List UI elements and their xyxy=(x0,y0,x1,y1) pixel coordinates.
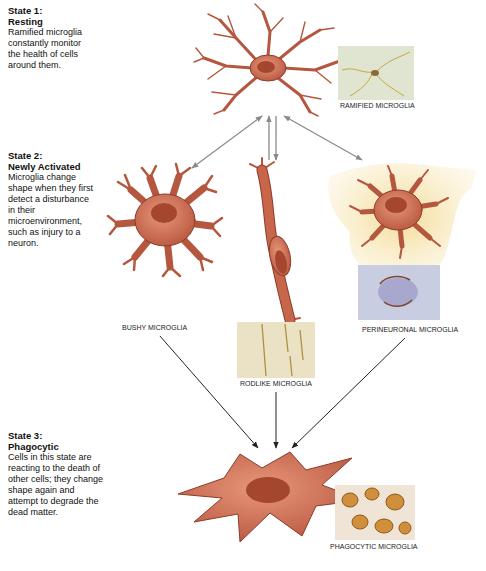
state-heading: State 3: Phagocytic xyxy=(8,430,100,452)
cell-type-label: BUSHY MICROGLIA xyxy=(122,324,187,332)
connector-arrow xyxy=(268,116,269,160)
microglia-node: RODLIKE MICROGLIA xyxy=(235,160,319,392)
microglia-node: PERINEURONAL MICROGLIA xyxy=(326,160,480,338)
ramified-micrograph xyxy=(338,46,414,100)
rodlike-micrograph xyxy=(237,322,315,378)
text-block: State 2: Newly Activated xyxy=(8,150,100,172)
cell-type-label: RODLIKE MICROGLIA xyxy=(240,380,312,388)
cell-type-label: RAMIFIED MICROGLIA xyxy=(340,102,415,110)
ramified-cell xyxy=(194,4,346,116)
connector-arrow xyxy=(192,116,262,168)
state-description: Ramified microglia constantly monitor th… xyxy=(8,27,92,71)
state-description: Microglia change shape when they first d… xyxy=(8,172,94,249)
cell-type-label: PERINEURONAL MICROGLIA xyxy=(362,326,458,334)
connector-arrow xyxy=(292,338,405,448)
wrap-spacer xyxy=(48,430,100,441)
state-description: Cells in this state are reacting to the … xyxy=(8,452,106,518)
state-heading: State 2: Newly Activated xyxy=(8,150,100,172)
text-block: Ramified microglia constantly monitor th… xyxy=(8,27,92,71)
cell-type-label: PHAGOCYTIC MICROGLIA xyxy=(330,543,418,551)
state-heading: State 1: Resting xyxy=(8,5,100,27)
wrap-spacer xyxy=(48,150,100,161)
connector-arrow xyxy=(275,116,276,160)
connector-arrow xyxy=(160,336,258,448)
wrap-spacer xyxy=(48,5,100,16)
bushy-cell xyxy=(108,164,222,276)
text-block: State 3: Phagocytic xyxy=(8,430,100,452)
text-block: State 1: Resting xyxy=(8,5,100,27)
connector-arrow xyxy=(284,116,362,160)
phagocytic-cell xyxy=(178,452,362,542)
microglia-node: PHAGOCYTIC MICROGLIA xyxy=(175,448,425,560)
perineuronal-micrograph xyxy=(358,265,440,320)
microglia-node: BUSHY MICROGLIA xyxy=(112,168,220,336)
rodlike-cell xyxy=(250,158,300,332)
text-block: Microglia change shape when they first d… xyxy=(8,172,94,249)
phagocytic-micrograph xyxy=(335,485,415,540)
perineuronal-cell xyxy=(328,163,476,282)
text-block: Cells in this state are reacting to the … xyxy=(8,452,106,518)
microglia-node: RAMIFIED MICROGLIA xyxy=(195,2,417,116)
connector-arrow xyxy=(275,392,276,448)
